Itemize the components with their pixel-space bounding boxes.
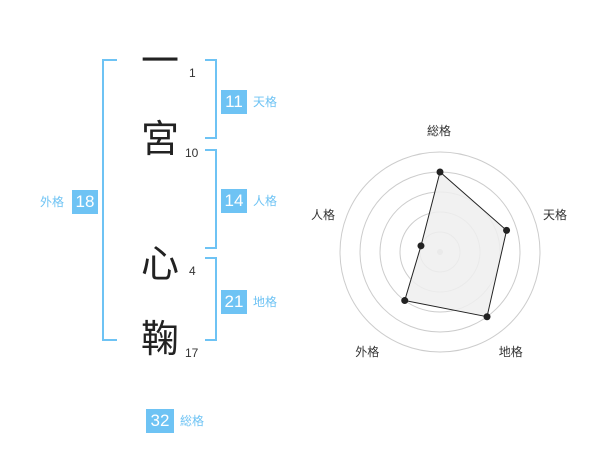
stroke-count-4: 17 (185, 346, 199, 360)
name-char-3: 心 (141, 242, 180, 286)
stroke-count-2: 10 (185, 146, 199, 160)
gaikaku-badge: 18 (72, 190, 98, 214)
radar-polygon (404, 171, 508, 318)
radar-point-3 (483, 313, 491, 321)
stroke-count-3: 4 (189, 264, 196, 278)
radar-ring (339, 151, 541, 353)
tenkaku-bracket (205, 59, 217, 139)
jinkaku-badge: 14 (221, 189, 247, 213)
soukaku-label: 総格 (180, 414, 205, 428)
gaikaku-bracket (102, 59, 117, 341)
radar-axis-label-1: 総格 (427, 124, 452, 138)
soukaku-badge: 32 (146, 409, 174, 433)
name-char-1: 一 (141, 39, 180, 83)
chikaku-label: 地格 (253, 295, 278, 309)
tenkaku-label: 天格 (253, 95, 278, 109)
stroke-count-1: 1 (189, 66, 196, 80)
radar-point-2 (503, 226, 511, 234)
jinkaku-label: 人格 (253, 194, 278, 208)
tenkaku-badge: 11 (221, 90, 247, 114)
chikaku-badge: 21 (221, 290, 247, 314)
radar-point-5 (417, 242, 425, 250)
radar-axis-label-2: 天格 (543, 208, 568, 223)
radar-axis-label-4: 外格 (355, 344, 380, 359)
chikaku-bracket (205, 257, 217, 341)
radar-point-1 (436, 168, 444, 176)
radar-point-4 (401, 297, 409, 305)
radar-axis-label-3: 地格 (498, 344, 523, 359)
name-char-2: 宮 (141, 117, 180, 161)
jinkaku-bracket (205, 149, 217, 249)
radar-axis-label-5: 人格 (310, 208, 335, 223)
gaikaku-label: 外格 (40, 195, 65, 209)
name-char-4: 鞠 (141, 317, 180, 361)
